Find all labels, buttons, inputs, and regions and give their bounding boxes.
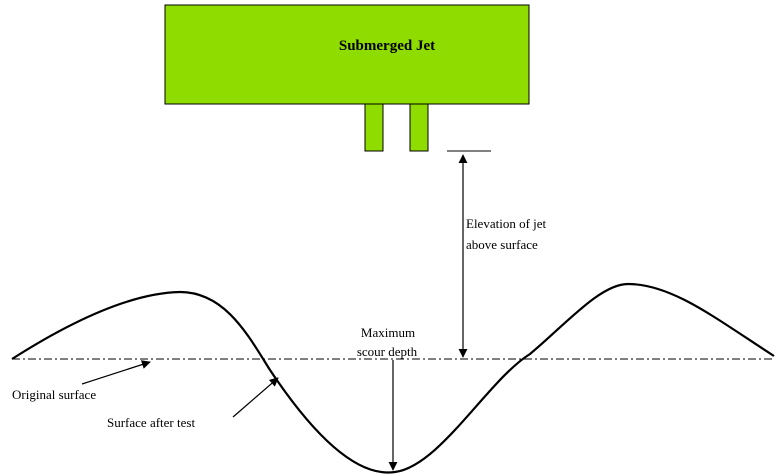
jet-nozzle-left [364,103,384,152]
jet-nozzle-right [409,103,429,152]
max-scour-label-line2: scour depth [357,344,418,359]
surface-after-test-curve [11,282,775,474]
max-scour-label-line1: Maximum [361,325,415,340]
original-surface-label: Original surface [12,387,96,402]
original-surface-pointer [81,360,151,385]
surface-after-test-pointer [232,377,279,418]
jet-body [164,4,530,105]
jet-title: Submerged Jet [339,38,435,54]
elevation-label-line1: Elevation of jet [466,216,547,231]
elevation-label-line2: above surface [466,237,538,252]
surface-after-test-label: Surface after test [107,415,195,430]
